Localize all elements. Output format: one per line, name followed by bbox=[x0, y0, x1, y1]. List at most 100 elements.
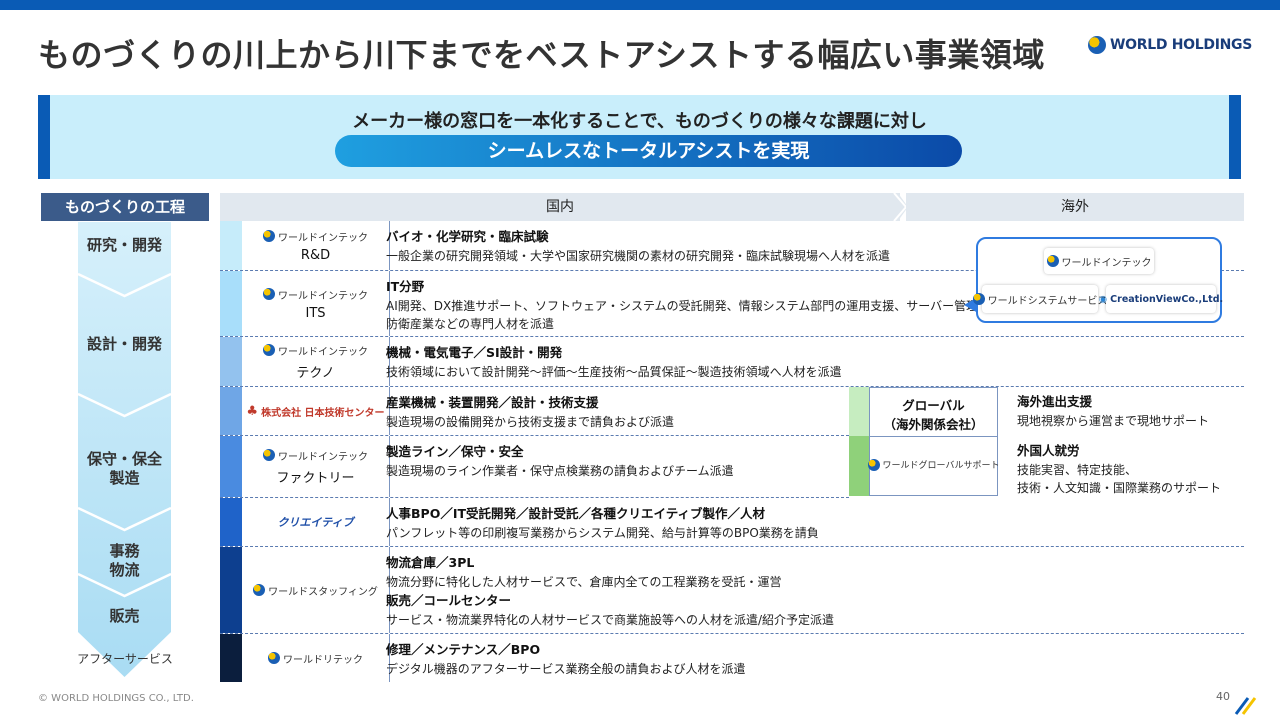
company-badge-text: ワールドインテック bbox=[278, 346, 368, 358]
banner-line1: メーカー様の窓口を一本化することで、ものづくりの様々な課題に対し bbox=[352, 111, 927, 132]
company-badge: ワールドグローバルサポート bbox=[867, 458, 999, 471]
creationview-icon: ◉ bbox=[1098, 293, 1108, 305]
row-band bbox=[220, 436, 242, 497]
logo-mark-icon bbox=[1088, 36, 1106, 54]
top-accent-bar bbox=[0, 0, 1280, 10]
row-heading: 産業機械・装置開発／設計・技術支援 bbox=[386, 395, 599, 410]
page-title: ものづくりの川上から川下までをベストアシストする幅広い事業領域 bbox=[38, 36, 1045, 74]
row-text: 技術領域において設計開発～評価～生産技術～品質保証～製造技術領域へ人材を派遣 bbox=[386, 365, 842, 379]
overseas-header: 海外 bbox=[906, 193, 1244, 221]
row-heading: 機械・電気電子／SI設計・開発 bbox=[386, 345, 563, 360]
row-description: バイオ・化学研究・臨床試験 一般企業の研究開発領域・大学や国家研究機関の素材の研… bbox=[386, 221, 1244, 265]
company-logo-icon bbox=[253, 584, 266, 596]
company-logo-icon bbox=[263, 449, 275, 461]
company-cell: クリエイティブ bbox=[242, 498, 390, 546]
global-title: グローバル （海外関係会社） bbox=[883, 398, 984, 432]
stage-design: 設計・開発 bbox=[86, 335, 162, 353]
domestic-header: 国内 bbox=[220, 193, 900, 221]
company-badge: クリエイティブ bbox=[277, 514, 353, 530]
banner-pill: シームレスなトータルアシストを実現 bbox=[335, 135, 962, 167]
summary-banner: メーカー様の窓口を一本化することで、ものづくりの様々な課題に対し シームレスなト… bbox=[38, 95, 1241, 179]
row-text: 防衛産業などの専門人材を派遣 bbox=[386, 317, 555, 331]
company-badge-text: ワールドスタッフィング bbox=[268, 586, 378, 598]
company-logo-icon bbox=[268, 652, 280, 664]
row-heading: 人事BPO／IT受託開発／設計受託／各種クリエイティブ製作／人材 bbox=[386, 506, 765, 521]
company-badge: ワールドシステムサービス bbox=[972, 292, 1108, 307]
row-text: 製造現場のライン作業者・保守点検業務の請負およびチーム派遣 bbox=[386, 464, 734, 478]
company-logo-icon bbox=[263, 344, 275, 356]
row-band bbox=[220, 271, 242, 336]
callout-logo-world-intec: ワールドインテック bbox=[1044, 248, 1154, 274]
overseas-text: 技術・人文知識・国際業務のサポート bbox=[1017, 481, 1222, 495]
company-badge: ワールドインテック bbox=[263, 287, 368, 302]
company-logo-icon bbox=[263, 230, 275, 242]
company-cell: ワールドスタッフィング bbox=[242, 547, 390, 633]
company-badge-text: クリエイティブ bbox=[277, 516, 354, 529]
company-cell: ワールドリテック bbox=[242, 634, 390, 682]
company-logo-icon bbox=[972, 293, 985, 305]
row-description: 人事BPO／IT受託開発／設計受託／各種クリエイティブ製作／人材 パンフレット等… bbox=[386, 498, 1244, 542]
stage-maintenance: 保守・保全 製造 bbox=[86, 450, 162, 487]
row-heading: バイオ・化学研究・臨床試験 bbox=[386, 229, 549, 244]
world-holdings-logo: WORLD HOLDINGS bbox=[1088, 36, 1252, 54]
business-row-rnd: ワールドインテック R&D バイオ・化学研究・臨床試験 一般企業の研究開発領域・… bbox=[220, 221, 1244, 271]
global-company-logo: ワールドグローバルサポート bbox=[867, 458, 999, 471]
global-box: グローバル （海外関係会社） ワールドグローバルサポート bbox=[867, 387, 999, 496]
row-text: AI開発、DX推進サポート、ソフトウェア・システムの受託開発、情報システム部門の… bbox=[386, 299, 991, 313]
row-description: 機械・電気電子／SI設計・開発 技術領域において設計開発～評価～生産技術～品質保… bbox=[386, 337, 1244, 381]
company-logo-icon bbox=[1046, 255, 1059, 267]
row-heading-2: 販売／コールセンター bbox=[386, 593, 512, 608]
row-description: IT分野 AI開発、DX推進サポート、ソフトウェア・システムの受託開発、情報シス… bbox=[386, 271, 1244, 333]
global-divider bbox=[870, 436, 997, 437]
row-description: 物流倉庫／3PL 物流分野に特化した人材サービスで、倉庫内全ての工程業務を受託・… bbox=[386, 547, 1244, 629]
callout-logo-world-system-service: ワールドシステムサービス bbox=[972, 285, 1107, 313]
nihon-gijutsu-logo-icon: ♣ bbox=[246, 403, 259, 419]
business-row-creative: クリエイティブ 人事BPO／IT受託開発／設計受託／各種クリエイティブ製作／人材… bbox=[220, 498, 1244, 547]
company-division: ITS bbox=[305, 305, 326, 321]
row-heading: 修理／メンテナンス／BPO bbox=[386, 642, 541, 657]
business-row-nihon-gijutsu: ♣株式会社 日本技術センター 産業機械・装置開発／設計・技術支援 製造現場の設備… bbox=[220, 387, 849, 436]
stage-research: 研究・開発 bbox=[86, 236, 162, 254]
business-row-factory: ワールドインテック ファクトリー 製造ライン／保守・安全 製造現場のライン作業者… bbox=[220, 436, 849, 498]
process-arrow bbox=[78, 222, 171, 677]
overseas-item-foreign-workers: 外国人就労 技能実習、特定技能、 技術・人文知識・国際業務のサポート bbox=[1017, 441, 1221, 497]
company-division: ファクトリー bbox=[276, 470, 355, 486]
row-band bbox=[220, 221, 242, 270]
company-badge-text: ワールドインテック bbox=[278, 451, 368, 463]
company-badge-text: ワールドインテック bbox=[278, 232, 368, 244]
row-band bbox=[220, 498, 242, 546]
row-description: 産業機械・装置開発／設計・技術支援 製造現場の設備開発から技術支援まで請負および… bbox=[386, 387, 849, 431]
stage-sales: 販売 bbox=[109, 607, 140, 625]
company-cell: ♣株式会社 日本技術センター bbox=[242, 387, 390, 435]
row-description: 製造ライン／保守・安全 製造現場のライン作業者・保守点検業務の請負およびチーム派… bbox=[386, 436, 849, 480]
company-logo-icon bbox=[263, 288, 275, 300]
company-badge-text: 株式会社 日本技術センター bbox=[261, 407, 385, 419]
overseas-text: 技能実習、特定技能、 bbox=[1017, 463, 1138, 477]
page-accent-icon bbox=[1234, 697, 1257, 715]
company-cell: ワールドインテック ITS bbox=[242, 271, 390, 336]
company-badge-text: ワールドリテック bbox=[283, 654, 363, 666]
overseas-item-expansion: 海外進出支援 現地視察から運営まで現地サポート bbox=[1017, 392, 1209, 430]
row-heading: IT分野 bbox=[386, 279, 425, 294]
global-band bbox=[849, 436, 869, 496]
company-cell: ワールドインテック テクノ bbox=[242, 337, 390, 386]
company-division: R&D bbox=[300, 247, 331, 263]
company-badge: ♣株式会社 日本技術センター bbox=[246, 404, 384, 419]
callout-logo-creationview: ◉CreationViewCo.,Ltd. bbox=[1099, 285, 1223, 313]
callout-left-text: ワールドシステムサービス bbox=[987, 295, 1108, 307]
row-text: 物流分野に特化した人材サービスで、倉庫内全ての工程業務を受託・運営 bbox=[386, 575, 782, 589]
company-badge: ワールドスタッフィング bbox=[253, 583, 378, 598]
callout-top-text: ワールドインテック bbox=[1061, 257, 1152, 269]
row-text: 一般企業の研究開発領域・大学や国家研究機関の素材の研究開発・臨床試験現場へ人材を… bbox=[386, 249, 891, 263]
copyright-footer: © WORLD HOLDINGS CO., LTD. bbox=[38, 693, 194, 704]
company-badge: ワールドリテック bbox=[268, 651, 363, 666]
company-badge-text: ワールドインテック bbox=[278, 290, 368, 302]
stage-office-logistics: 事務 物流 bbox=[109, 542, 140, 579]
stage-after-service: アフターサービス bbox=[77, 652, 173, 666]
row-text: デジタル機器のアフターサービス業務全般の請負および人材を派遣 bbox=[386, 662, 746, 676]
business-row-its: ワールドインテック ITS IT分野 AI開発、DX推進サポート、ソフトウェア・… bbox=[220, 271, 1244, 337]
process-header: ものづくりの工程 bbox=[41, 193, 209, 221]
overseas-text: 現地視察から運営まで現地サポート bbox=[1017, 414, 1210, 428]
row-description: 修理／メンテナンス／BPO デジタル機器のアフターサービス業務全般の請負および人… bbox=[386, 634, 1244, 678]
company-logo-icon bbox=[867, 458, 880, 471]
